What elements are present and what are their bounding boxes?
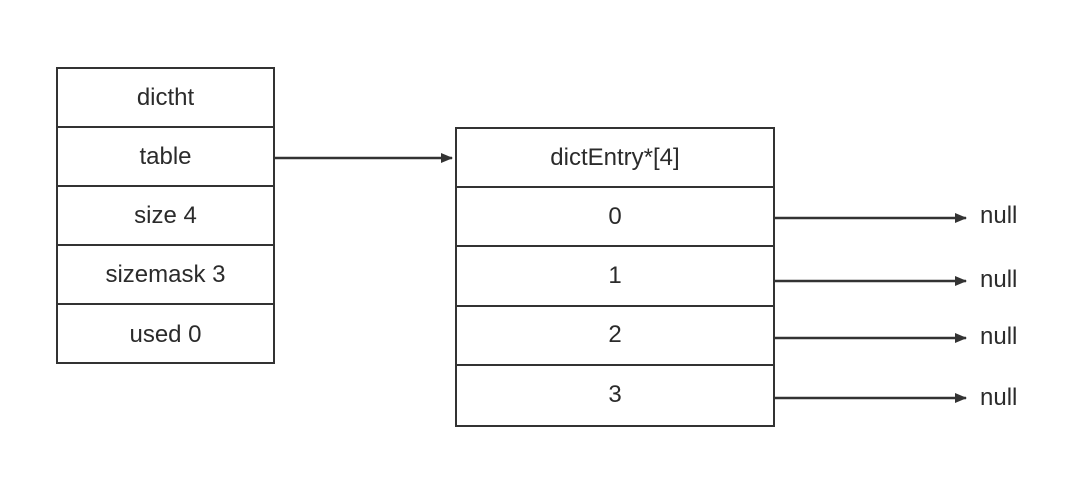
dictht-table-field: table bbox=[58, 128, 273, 187]
dictht-used-field: used 0 bbox=[129, 320, 202, 348]
dictht-sizemask-field: sizemask 3 bbox=[58, 246, 273, 305]
slot-0-cell: 0 bbox=[457, 188, 773, 248]
slot-2-cell: 2 bbox=[457, 307, 773, 366]
slot-1-cell: 1 bbox=[457, 247, 773, 307]
dict-entry-array: dictEntry*[4] 0 1 2 3 bbox=[455, 127, 775, 427]
dictht-title-cell: dictht bbox=[58, 69, 273, 128]
slot-0-null-label: null bbox=[980, 202, 1018, 229]
dictht-size-field: size 4 bbox=[58, 187, 273, 246]
dictht-struct: dictht table size 4 sizemask 3 used 0 bbox=[56, 67, 275, 364]
slot-1-null-label: null bbox=[980, 266, 1018, 293]
slot-2-null-label: null bbox=[980, 323, 1018, 350]
dict-entry-array-header: dictEntry*[4] bbox=[457, 129, 773, 189]
slot-3-null-label: null bbox=[980, 384, 1018, 411]
slot-3-cell: 3 bbox=[608, 381, 622, 409]
